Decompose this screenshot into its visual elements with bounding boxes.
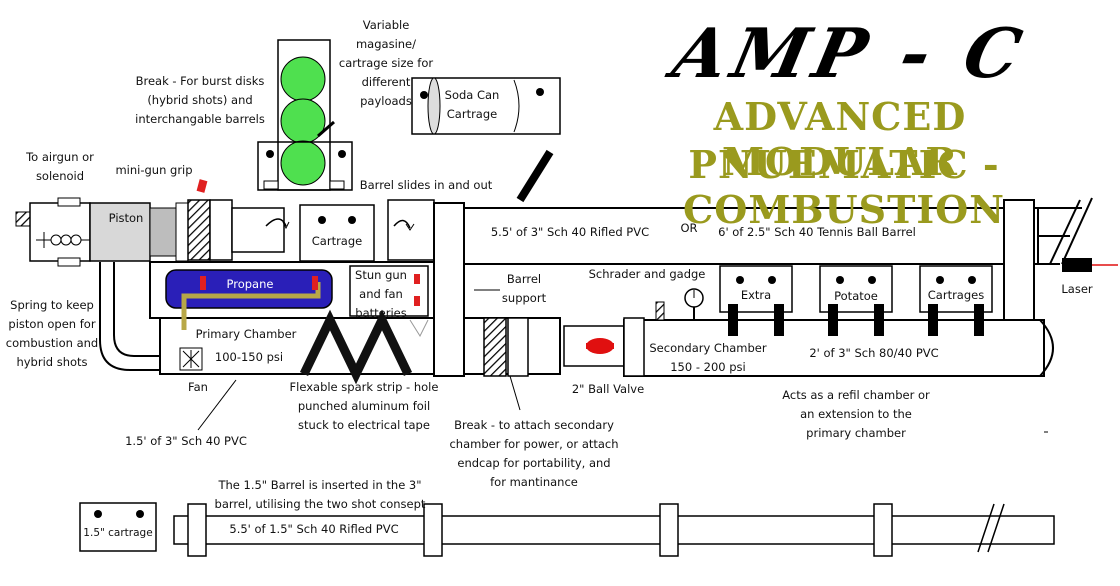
label-potatoe: Potatoe [834, 289, 878, 303]
leader-lines [197, 375, 1048, 433]
label-magazine: Variable magasine/ cartrage size for dif… [338, 18, 434, 108]
cartrage-slot [299, 149, 554, 262]
label-refill: Acts as a refil chamber or an extension … [782, 388, 930, 440]
label-barrel-support: Barrel support [501, 272, 547, 305]
label-grip: mini-gun grip [115, 163, 193, 177]
label-fan: Fan [188, 380, 208, 394]
label-cartrage-small: 1.5" cartrage [83, 527, 153, 539]
label-primary-chamber: Primary Chamber [195, 327, 297, 341]
label-barrel-spec: 5.5' of 3" Sch 40 Rifled PVC [490, 225, 650, 239]
label-spark-strip: Flexable spark strip - hole punched alum… [289, 380, 439, 432]
label-small-barrel: 5.5' of 1.5" Sch 40 Rifled PVC [229, 522, 399, 536]
label-or: OR [680, 221, 698, 235]
label-cartrages: Cartrages [927, 288, 985, 302]
label-airgun: To airgun or solenoid [26, 150, 94, 183]
label-break-top: Break - For burst disks (hybrid shots) a… [135, 74, 265, 126]
rear-assembly [15, 179, 290, 371]
label-barrel-slides: Barrel slides in and out [359, 178, 493, 192]
label-break-bottom: Break - to attach secondary chamber for … [449, 418, 619, 489]
logo-title: AMP - C [666, 14, 1034, 94]
label-insert-note: The 1.5" Barrel is inserted in the 3" ba… [214, 478, 426, 511]
label-ball-valve: 2" Ball Valve [571, 382, 645, 396]
main-barrel [433, 197, 1118, 377]
label-laser: Laser [1061, 282, 1093, 296]
label-soda-can: Soda Can Cartrage [444, 88, 500, 121]
label-primary-psi: 100-150 psi [214, 350, 284, 364]
label-extra: Extra [740, 288, 772, 302]
primary-chamber [149, 261, 441, 385]
small-barrel [79, 502, 1055, 557]
title-line-2: PNUEMATIC - COMBUSTION [683, 142, 1005, 232]
soda-can-cartrage [411, 77, 561, 135]
label-spring: Spring to keep piston open for combustio… [5, 298, 99, 369]
label-secondary-pipe: 2' of 3" Sch 80/40 PVC [809, 346, 939, 360]
label-cartrage: Cartrage [311, 234, 363, 248]
magazine [257, 39, 353, 191]
title-line-1: ADVANCED MODULAR [713, 94, 967, 184]
label-tennis-barrel: 6' of 2.5" Sch 40 Tennis Ball Barrel [718, 225, 916, 239]
label-stun-gun: Stun gun and fan batteries [355, 268, 407, 320]
label-secondary-chamber: Secondary Chamber 150 - 200 psi [649, 341, 767, 374]
label-piston: Piston [108, 211, 144, 225]
label-primary-pipe: 1.5' of 3" Sch 40 PVC [125, 434, 247, 448]
label-propane: Propane [226, 277, 274, 291]
label-schrader: Schrader and gadge [588, 267, 706, 281]
